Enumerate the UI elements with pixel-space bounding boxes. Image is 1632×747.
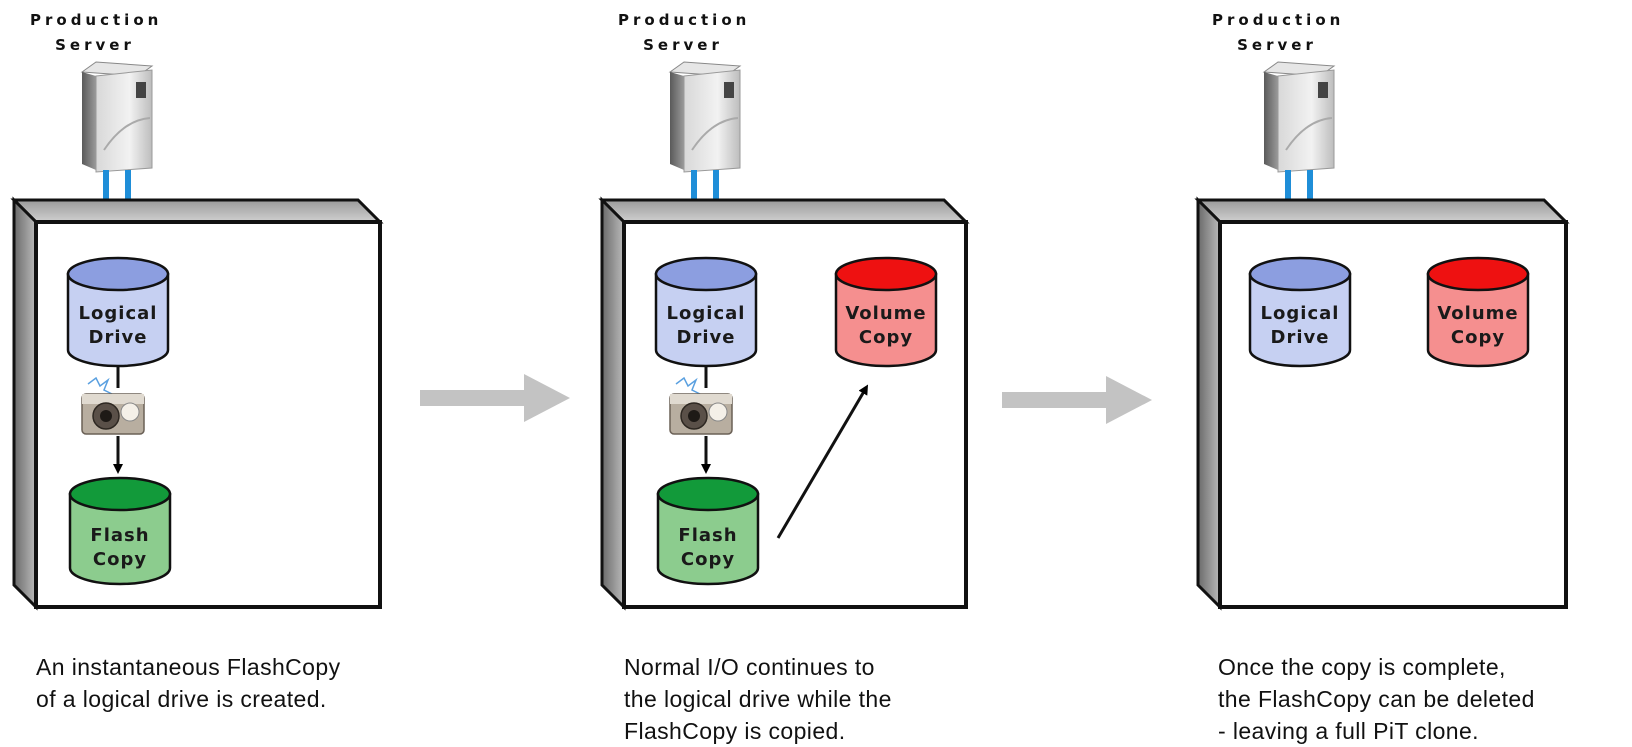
- logical-drive-label: Logical Drive: [1250, 302, 1350, 350]
- logical-drive-cylinder: [654, 256, 758, 368]
- logical-drive-label: Logical Drive: [68, 302, 168, 350]
- caption-line: FlashCopy is copied.: [624, 718, 846, 744]
- right-arrow-icon: [420, 374, 570, 422]
- volume-copy-label: Volume Copy: [1428, 302, 1528, 350]
- right-arrow-icon: [1002, 376, 1152, 424]
- cable: [1307, 170, 1313, 202]
- volume-copy-line2: Copy: [858, 327, 914, 348]
- flash-copy-cylinder: [68, 476, 172, 586]
- volume-copy-line1: Volume: [1437, 303, 1519, 324]
- cable: [691, 170, 697, 202]
- logical-drive-line1: Logical: [1260, 303, 1340, 324]
- caption-line: the logical drive while the: [624, 686, 892, 712]
- copy-arrow: [776, 384, 869, 539]
- caption-line: - leaving a full PiT clone.: [1218, 718, 1479, 744]
- server-label-line1: Production: [1212, 11, 1345, 29]
- cable: [125, 170, 131, 202]
- flash-copy-cylinder: [656, 476, 760, 586]
- flash-copy-line1: Flash: [678, 525, 738, 546]
- caption-line: the FlashCopy can be deleted: [1218, 686, 1535, 712]
- panel-copy-complete: Production Server Logical Drive Volume C…: [1182, 0, 1632, 746]
- volume-copy-cylinder: [834, 256, 938, 368]
- server-label: Production Server: [30, 8, 160, 58]
- server-label-line2: Server: [55, 36, 135, 54]
- logical-drive-cylinder: [1248, 256, 1352, 368]
- server-tower-icon: [1262, 61, 1336, 173]
- cable: [1285, 170, 1291, 202]
- logical-drive-line1: Logical: [78, 303, 158, 324]
- flash-copy-label: Flash Copy: [70, 524, 170, 572]
- logical-drive-line2: Drive: [88, 327, 148, 348]
- camera-snapshot-icon: [669, 376, 733, 435]
- panel-2-graphic: [598, 61, 970, 611]
- server-label-line1: Production: [618, 11, 751, 29]
- panel-caption: Once the copy is complete, the FlashCopy…: [1218, 651, 1628, 747]
- volume-copy-line2: Copy: [1450, 327, 1506, 348]
- volume-copy-label: Volume Copy: [836, 302, 936, 350]
- server-tower-icon: [80, 61, 154, 173]
- panel-flashcopy-created: Production Server Logical Drive Flash Co…: [0, 0, 580, 746]
- caption-line: An instantaneous FlashCopy: [36, 654, 341, 680]
- flash-copy-line2: Copy: [92, 549, 148, 570]
- caption-line: of a logical drive is created.: [36, 686, 327, 712]
- server-label-line1: Production: [30, 11, 163, 29]
- cable: [103, 170, 109, 202]
- camera-snapshot-icon: [81, 376, 145, 435]
- flash-copy-line2: Copy: [680, 549, 736, 570]
- caption-line: Once the copy is complete,: [1218, 654, 1506, 680]
- server-label: Production Server: [618, 8, 748, 58]
- panel-caption: An instantaneous FlashCopy of a logical …: [36, 651, 596, 715]
- server-label: Production Server: [1212, 8, 1342, 58]
- logical-drive-line2: Drive: [676, 327, 736, 348]
- server-tower-icon: [668, 61, 742, 173]
- volume-copy-cylinder: [1426, 256, 1530, 368]
- cable: [713, 170, 719, 202]
- panel-3-graphic: [1194, 61, 1570, 611]
- logical-drive-line2: Drive: [1270, 327, 1330, 348]
- caption-line: Normal I/O continues to: [624, 654, 875, 680]
- server-label-line2: Server: [1237, 36, 1317, 54]
- logical-drive-label: Logical Drive: [656, 302, 756, 350]
- flash-copy-label: Flash Copy: [658, 524, 758, 572]
- logical-drive-line1: Logical: [666, 303, 746, 324]
- flash-copy-line1: Flash: [90, 525, 150, 546]
- server-label-line2: Server: [643, 36, 723, 54]
- panel-1-graphic: [10, 61, 384, 611]
- logical-drive-cylinder: [66, 256, 170, 368]
- panel-io-continues: Production Server Logical Drive Volume C…: [588, 0, 1168, 746]
- volume-copy-line1: Volume: [845, 303, 927, 324]
- panel-caption: Normal I/O continues to the logical driv…: [624, 651, 1184, 747]
